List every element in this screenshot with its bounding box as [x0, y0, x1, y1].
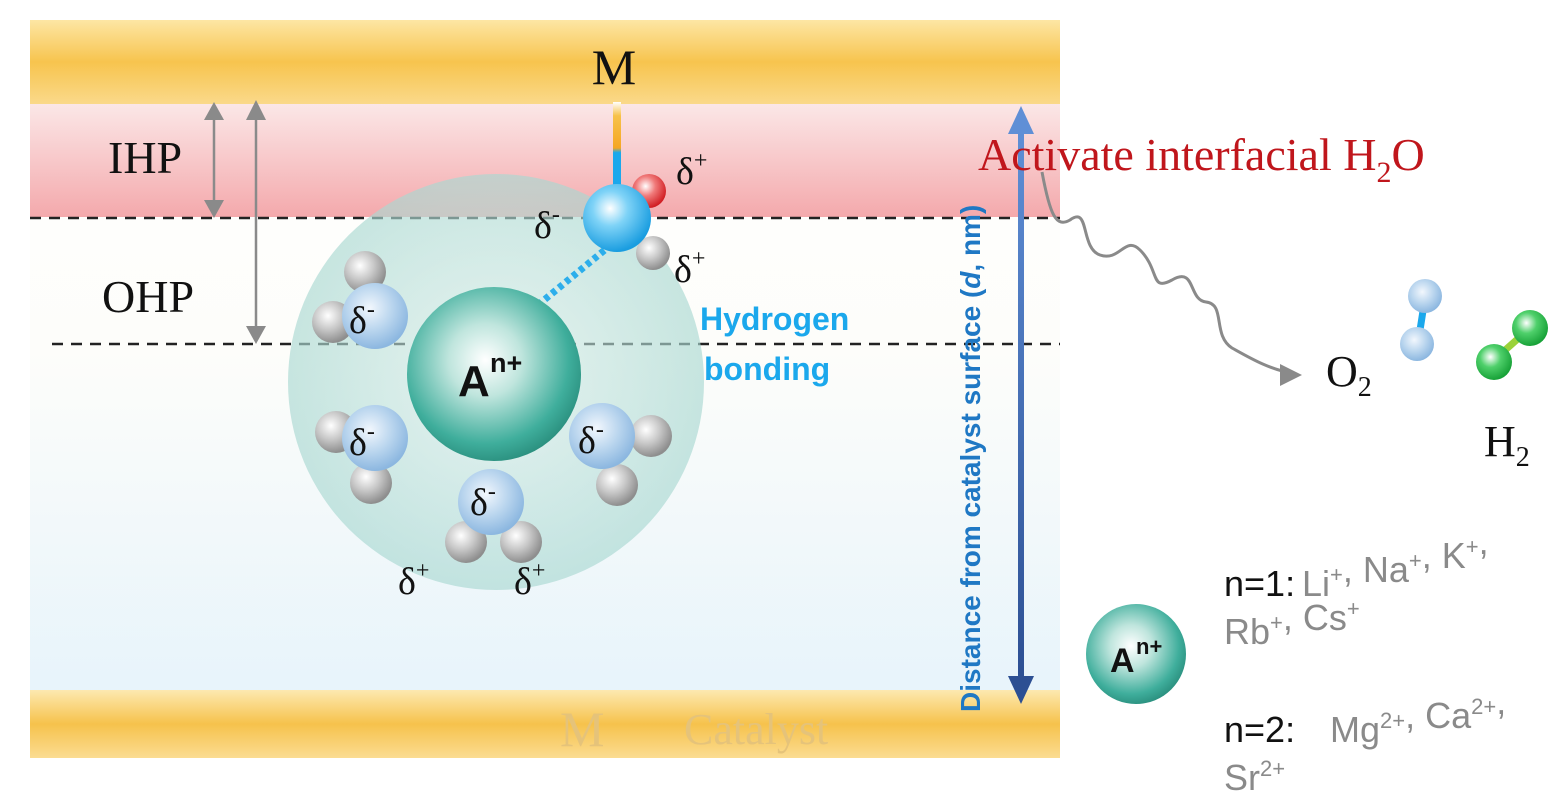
hydrogen-atom — [596, 464, 638, 506]
delta-plus-2: δ+ — [514, 558, 545, 603]
ihp-arrow — [204, 102, 224, 218]
ion-name: , K — [1422, 535, 1466, 576]
ion-charge: 2+ — [1380, 708, 1405, 733]
oxygen-atom — [342, 283, 408, 349]
bottom-electrode-catalyst-label: Catalyst — [684, 705, 828, 754]
delta-minus-3: δ- — [578, 417, 604, 462]
central-cation — [407, 287, 581, 461]
hydrogen-bonding-label-line1: Hydrogen — [700, 301, 849, 337]
legend-n1-ions-line2: Rb+, Cs+ — [1224, 596, 1360, 652]
delta-plus-4: δ+ — [674, 246, 705, 291]
h2-label: H2 — [1484, 417, 1530, 473]
water-molecule-4 — [445, 469, 542, 563]
o2-label: O2 — [1326, 347, 1372, 403]
adsorbate-tail — [613, 102, 621, 194]
ohp-label: OHP — [102, 271, 194, 322]
water-molecule-1 — [312, 251, 408, 349]
hydrogen-bond-line — [535, 241, 615, 308]
hydrogen-bonding-label-line2: bonding — [704, 351, 830, 387]
ion-name: , — [1479, 521, 1489, 562]
oxygen-atom — [342, 405, 408, 471]
ion-charge: 2+ — [1260, 756, 1285, 781]
delta-minus-4: δ- — [470, 479, 496, 524]
legend-n2-label: n=2: — [1224, 709, 1295, 750]
ion-charge: 2+ — [1471, 694, 1496, 719]
hydrogen-atom — [350, 462, 392, 504]
ion-name: , Cs — [1283, 597, 1347, 638]
delta-minus-1: δ- — [349, 297, 375, 342]
legend-n1-ions-line1: Li+, Na+, K+, — [1302, 521, 1489, 604]
delta-minus-5: δ- — [534, 202, 560, 247]
hydrogen-atom — [500, 521, 542, 563]
delta-plus-1: δ+ — [398, 558, 429, 603]
oxygen-atom — [569, 403, 635, 469]
wavy-arrow — [1040, 171, 1297, 376]
cation-charge: n+ — [490, 348, 522, 378]
top-electrode-label: M — [592, 39, 636, 95]
delta-minus-2: δ- — [349, 419, 375, 464]
hydrogen-atom — [636, 236, 670, 270]
top-electrode — [30, 20, 1060, 104]
legend-n1-label: n=1: — [1224, 563, 1295, 604]
interfacial-water — [583, 174, 670, 270]
ion-name: Rb — [1224, 611, 1270, 652]
oxygen-atom — [458, 469, 524, 535]
distance-axis-arrow — [1008, 106, 1034, 704]
hydrogen-atom — [344, 251, 386, 293]
distance-axis-label: Distance from catalyst surface (d, nm) — [955, 205, 986, 712]
ion-name: Mg — [1330, 709, 1380, 750]
legend-cation-charge: n+ — [1136, 634, 1162, 659]
ion-charge: + — [1347, 596, 1360, 621]
bottom-electrode-m-label: M — [560, 701, 604, 757]
bottom-electrode — [30, 690, 1060, 758]
water-molecule-2 — [315, 405, 408, 504]
ion-name: , — [1496, 681, 1506, 722]
ion-name: , Ca — [1405, 695, 1472, 736]
cation-symbol: A — [458, 357, 490, 406]
ion-charge: + — [1409, 548, 1422, 573]
legend-cation-symbol: A — [1110, 642, 1135, 680]
ohp-arrow — [246, 100, 266, 344]
ihp-label: IHP — [108, 132, 182, 183]
oxygen-atom-blue — [583, 184, 651, 252]
delta-plus-3: δ+ — [676, 148, 707, 193]
ion-charge: + — [1270, 610, 1283, 635]
water-molecule-3 — [569, 403, 672, 506]
h2-molecule — [1476, 310, 1548, 380]
legend-cation-icon — [1086, 604, 1186, 704]
ion-name: Sr — [1224, 757, 1260, 798]
ion-charge: + — [1466, 534, 1479, 559]
wavy-arrow-head — [1280, 364, 1302, 386]
ion-name: Li — [1302, 563, 1330, 604]
ion-name: , Na — [1343, 549, 1410, 590]
legend-n2-ions-line1: Mg2+, Ca2+, — [1330, 681, 1506, 750]
legend-n2-ions-line2: Sr2+ — [1224, 756, 1285, 798]
hydrogen-atom — [630, 415, 672, 457]
activate-water-label: Activate interfacial H2O — [978, 129, 1425, 189]
ion-charge: + — [1330, 562, 1343, 587]
o2-molecule — [1400, 279, 1442, 361]
